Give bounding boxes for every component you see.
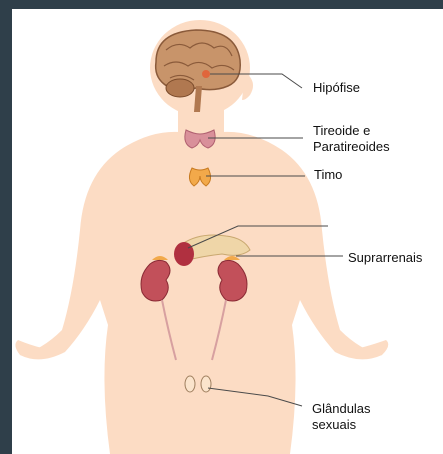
label-glandulas-line1: Glândulas [312, 401, 371, 416]
label-glandulas-line2: sexuais [312, 417, 356, 432]
label-tireoide-line1: Tireoide e [313, 123, 370, 138]
label-hipofise: Hipófise [313, 80, 360, 95]
label-suprarrenais: Suprarrenais [348, 250, 422, 265]
label-timo: Timo [314, 167, 342, 182]
label-tireoide-line2: Paratireoides [313, 139, 390, 154]
